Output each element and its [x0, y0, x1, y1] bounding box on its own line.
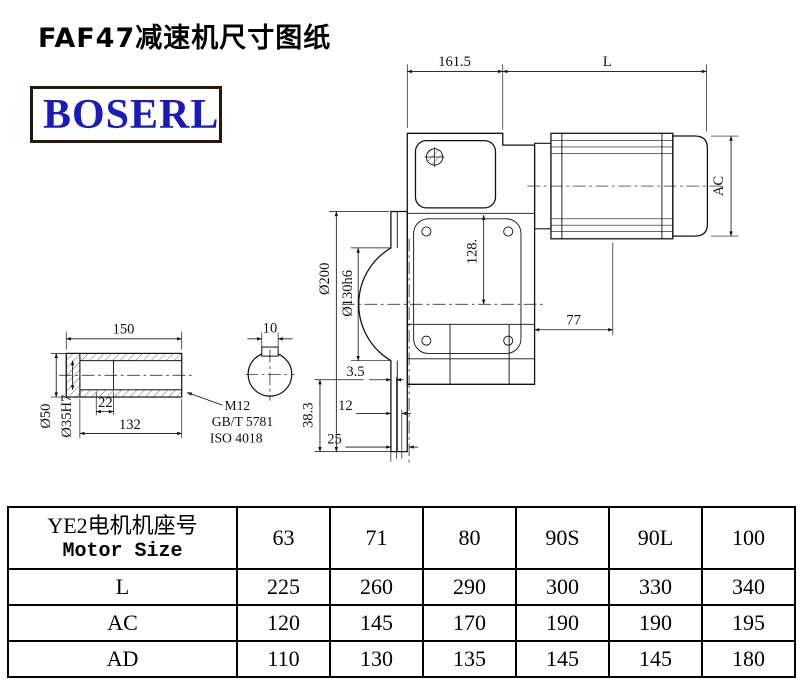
dim-bore-dia: Ø35H7 — [59, 395, 75, 438]
dim-12: 12 — [338, 398, 353, 414]
dim-132: 132 — [119, 417, 141, 433]
motor-size-value: 63 — [236, 506, 331, 570]
table-cell: 300 — [515, 568, 610, 606]
shaft-detail — [65, 346, 293, 398]
standard-iso: ISO 4018 — [210, 431, 263, 446]
motor-size-header-en: Motor Size — [62, 539, 183, 563]
dimension-lines — [54, 69, 733, 452]
table-cell: 145 — [329, 604, 424, 642]
table-row-L: L 225 260 290 300 330 340 — [7, 568, 796, 606]
housing-internal-lines — [407, 212, 535, 385]
centerlines — [58, 185, 722, 463]
motor-size-header-cell: YE2电机机座号 Motor Size — [7, 506, 238, 570]
input-shaft-cross — [424, 146, 445, 167]
bolt-hole — [421, 226, 432, 237]
motor-size-value: 80 — [422, 506, 517, 570]
gearbox-motor-outline — [358, 132, 709, 453]
table-cell: 225 — [236, 568, 331, 606]
table-cell: 340 — [701, 568, 796, 606]
table-cell: 195 — [701, 604, 796, 642]
row-label: AC — [7, 604, 238, 642]
table-cell: 135 — [422, 640, 517, 678]
table-cell: 330 — [608, 568, 703, 606]
bolt-hole — [503, 335, 514, 346]
table-row-AC: AC 120 145 170 190 190 195 — [7, 604, 796, 642]
thread-callout: M12 — [224, 398, 250, 413]
dim-flange-dia: Ø200 — [317, 263, 333, 295]
dim-150: 150 — [113, 321, 135, 337]
table-row-motor-size: YE2电机机座号 Motor Size 63 71 80 90S 90L 100 — [7, 506, 796, 570]
row-label: AD — [7, 640, 238, 678]
motor-size-value: 90L — [608, 506, 703, 570]
table-cell: 180 — [701, 640, 796, 678]
gear-cover — [413, 218, 522, 354]
table-cell: 190 — [515, 604, 610, 642]
table-cell: 120 — [236, 604, 331, 642]
brand-logo-text: BOSERL — [43, 91, 220, 138]
dim-L: L — [603, 54, 612, 70]
table-cell: 190 — [608, 604, 703, 642]
table-cell: 145 — [515, 640, 610, 678]
shaft-wall-top — [79, 353, 183, 362]
dim-spigot-dia: Ø130h6 — [340, 270, 356, 317]
table-cell: 260 — [329, 568, 424, 606]
table-cell: 110 — [236, 640, 331, 678]
bolt-hole — [503, 226, 514, 237]
motor-size-value: 71 — [329, 506, 424, 570]
dim-22: 22 — [98, 395, 113, 411]
extension-lines — [50, 64, 739, 462]
technical-drawing: 161.5 L AC Ø200 Ø130h6 128. 77 3.5 12 25… — [38, 54, 739, 463]
shaft-wall-bottom — [79, 389, 183, 398]
bolt-hole — [421, 335, 432, 346]
table-cell: 290 — [422, 568, 517, 606]
row-label: L — [7, 568, 238, 606]
table-cell: 170 — [422, 604, 517, 642]
brand-logo-box: BOSERL — [30, 86, 222, 143]
bore-lines — [79, 353, 182, 398]
dim-25: 25 — [327, 431, 342, 447]
motor-fins — [550, 140, 673, 232]
dim-161-5: 161.5 — [438, 54, 471, 70]
table-cell: 145 — [608, 640, 703, 678]
dim-77: 77 — [566, 312, 581, 328]
dimension-labels: 161.5 L AC Ø200 Ø130h6 128. 77 3.5 12 25… — [38, 54, 727, 447]
dim-38-3: 38.3 — [301, 403, 317, 428]
dim-AC: AC — [711, 176, 727, 196]
standard-gb: GB/T 5781 — [212, 414, 273, 429]
dim-3-5: 3.5 — [346, 364, 364, 380]
table-cell: 130 — [329, 640, 424, 678]
motor-size-value: 100 — [701, 506, 796, 570]
dim-10: 10 — [263, 320, 278, 336]
motor-size-value: 90S — [515, 506, 610, 570]
table-row-AD: AD 110 130 135 145 145 180 — [7, 640, 796, 678]
page-title: FAF47减速机尺寸图纸 — [38, 23, 332, 54]
dim-128: 128. — [464, 239, 480, 264]
dim-shaft-od: Ø50 — [38, 404, 54, 429]
flange-plate — [358, 210, 408, 453]
motor-size-header-cn: YE2电机机座号 — [47, 513, 198, 539]
input-housing — [414, 139, 497, 209]
dimension-table: YE2电机机座号 Motor Size 63 71 80 90S 90L 100… — [7, 506, 796, 678]
